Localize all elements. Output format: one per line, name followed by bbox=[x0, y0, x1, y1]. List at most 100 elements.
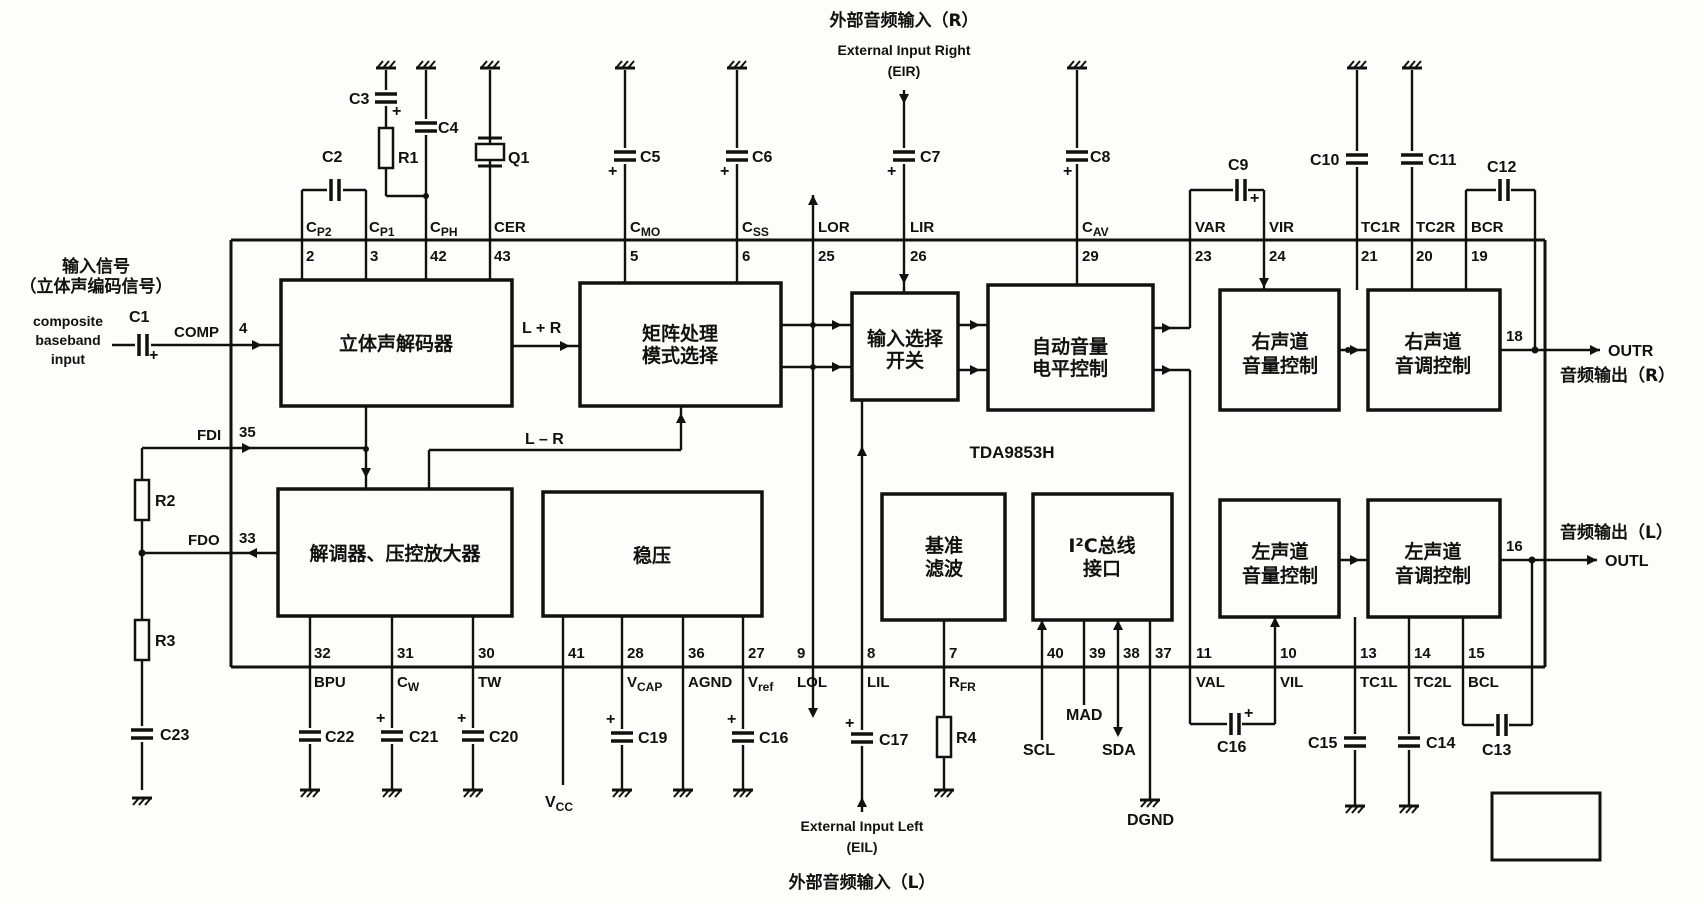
out-left-cn: 音频输出（L） bbox=[1560, 522, 1673, 543]
stereo-decoder-block: 立体声解码器 bbox=[279, 278, 514, 408]
sda-label: SDA bbox=[1102, 742, 1136, 759]
c17-label: C17 bbox=[879, 732, 908, 749]
pin-31: 31 bbox=[397, 645, 414, 662]
c17-plus: + bbox=[845, 715, 854, 732]
pin-2: 2 bbox=[306, 248, 314, 265]
input-select-label-1: 输入选择 bbox=[867, 327, 944, 350]
ext-right-cn: 外部音频输入（R） bbox=[829, 10, 978, 31]
pin-name-tw: TW bbox=[478, 674, 502, 691]
c22-label: C22 bbox=[325, 729, 354, 746]
pin-42: 42 bbox=[430, 248, 447, 265]
l-plus-r-label: L + R bbox=[522, 320, 562, 337]
c21-label: C21 bbox=[409, 729, 438, 746]
l-minus-r-label: L – R bbox=[525, 431, 564, 448]
pin-29: 29 bbox=[1082, 248, 1099, 265]
pin-16: 16 bbox=[1506, 538, 1523, 555]
pin-28: 28 bbox=[627, 645, 644, 662]
mad-label: MAD bbox=[1066, 707, 1102, 724]
c2-label: C2 bbox=[322, 149, 343, 166]
c10-label: C10 bbox=[1310, 152, 1339, 169]
pin-name-lor: LOR bbox=[818, 219, 850, 236]
pin-labels-bottom: 32 BPU 31 CW 30 TW 41 28 VCAP 36 AGND 27… bbox=[314, 645, 1499, 694]
ref-filter-block: 基准 滤波 bbox=[880, 492, 1007, 622]
stereo-decoder-label: 立体声解码器 bbox=[339, 332, 454, 355]
composite-line1: composite bbox=[33, 313, 103, 329]
r3-label: R3 bbox=[155, 633, 176, 650]
pin-35: 35 bbox=[239, 424, 256, 441]
pin-11: 11 bbox=[1196, 645, 1212, 662]
c6-label: C6 bbox=[752, 149, 773, 166]
pin-name-rfr: RFR bbox=[949, 674, 976, 694]
c12-label: C12 bbox=[1487, 159, 1516, 176]
pin-name-css: CSS bbox=[742, 219, 769, 239]
r1-label: R1 bbox=[398, 150, 419, 167]
input-signal-sub: （立体声编码信号） bbox=[20, 276, 173, 297]
c9-plus: + bbox=[1250, 190, 1259, 207]
matrix-block: 矩阵处理 模式选择 bbox=[578, 281, 783, 408]
input-signal-label: 输入信号 bbox=[62, 256, 130, 277]
avl-label-2: 电平控制 bbox=[1032, 357, 1108, 380]
matrix-label-2: 模式选择 bbox=[642, 344, 719, 367]
pin-name-lil: LIL bbox=[867, 674, 890, 691]
pin-10: 10 bbox=[1280, 645, 1297, 662]
pin-labels-left: COMP 4 FDI 35 FDO 33 bbox=[174, 320, 256, 549]
ext-left-en: External Input Left bbox=[801, 818, 924, 834]
left-tone-label-1: 左声道 bbox=[1404, 540, 1461, 563]
c1-plus: + bbox=[149, 347, 158, 364]
c4-label: C4 bbox=[438, 120, 459, 137]
pin-30: 30 bbox=[478, 645, 495, 662]
pin-name-bpu: BPU bbox=[314, 674, 346, 691]
pin-33: 33 bbox=[239, 530, 256, 547]
i2c-interface-block: I²C总线 接口 bbox=[1031, 492, 1174, 622]
c20-plus: + bbox=[457, 710, 466, 727]
pin-24: 24 bbox=[1269, 248, 1286, 265]
ext-right-en: External Input Right bbox=[838, 42, 971, 58]
pin-name-fdi: FDI bbox=[197, 427, 221, 444]
c6-plus: + bbox=[720, 163, 729, 180]
vcc-label: VCC bbox=[545, 794, 573, 814]
c13-label: C13 bbox=[1482, 742, 1511, 759]
c5-label: C5 bbox=[640, 149, 661, 166]
c19-label: C19 bbox=[638, 730, 667, 747]
pin-name-lir: LIR bbox=[910, 219, 934, 236]
input-select-block: 输入选择 开关 bbox=[850, 291, 960, 402]
blank-box bbox=[1490, 791, 1602, 862]
right-tone-block: 右声道 音调控制 bbox=[1366, 288, 1502, 412]
c19-plus: + bbox=[606, 711, 615, 728]
input-select-label-2: 开关 bbox=[886, 349, 924, 372]
left-tone-label-2: 音调控制 bbox=[1395, 564, 1471, 587]
out-right-label: OUTR bbox=[1608, 343, 1654, 360]
left-volume-label-1: 左声道 bbox=[1251, 540, 1308, 563]
pin-name-vir: VIR bbox=[1269, 219, 1294, 236]
pin-name-cer: CER bbox=[494, 219, 526, 236]
regulator-label: 稳压 bbox=[633, 544, 671, 567]
pin-6: 6 bbox=[742, 248, 750, 265]
pin-38: 38 bbox=[1123, 645, 1140, 662]
matrix-label-1: 矩阵处理 bbox=[642, 322, 718, 345]
pin-37: 37 bbox=[1155, 645, 1172, 662]
pin-name-fdo: FDO bbox=[188, 532, 220, 549]
demodulator-label: 解调器、压控放大器 bbox=[309, 542, 481, 565]
c14-label: C14 bbox=[1426, 735, 1455, 752]
pin-name-comp: COMP bbox=[174, 324, 219, 341]
right-volume-label-1: 右声道 bbox=[1250, 330, 1308, 353]
pin-name-bcr: BCR bbox=[1471, 219, 1504, 236]
ref-filter-label-2: 滤波 bbox=[925, 557, 964, 580]
pin-name-cmo: CMO bbox=[630, 219, 660, 239]
pin-name-agnd: AGND bbox=[688, 674, 732, 691]
pin-name-lol: LOL bbox=[797, 674, 827, 691]
i2c-label-1: I²C总线 bbox=[1068, 534, 1135, 557]
pin-32: 32 bbox=[314, 645, 331, 662]
pin-name-val: VAL bbox=[1196, 674, 1225, 691]
c5-plus: + bbox=[608, 163, 617, 180]
pin-name-tc1r: TC1R bbox=[1361, 219, 1400, 236]
right-tone-label-1: 右声道 bbox=[1403, 330, 1461, 353]
pin-43: 43 bbox=[494, 248, 511, 265]
pin-15: 15 bbox=[1468, 645, 1485, 662]
pin-name-cav: CAV bbox=[1082, 219, 1109, 239]
scl-label: SCL bbox=[1023, 742, 1055, 759]
c8-label: C8 bbox=[1090, 149, 1111, 166]
left-volume-label-2: 音量控制 bbox=[1242, 564, 1318, 587]
pin-23: 23 bbox=[1195, 248, 1212, 265]
pin-name-vcap: VCAP bbox=[627, 674, 662, 694]
